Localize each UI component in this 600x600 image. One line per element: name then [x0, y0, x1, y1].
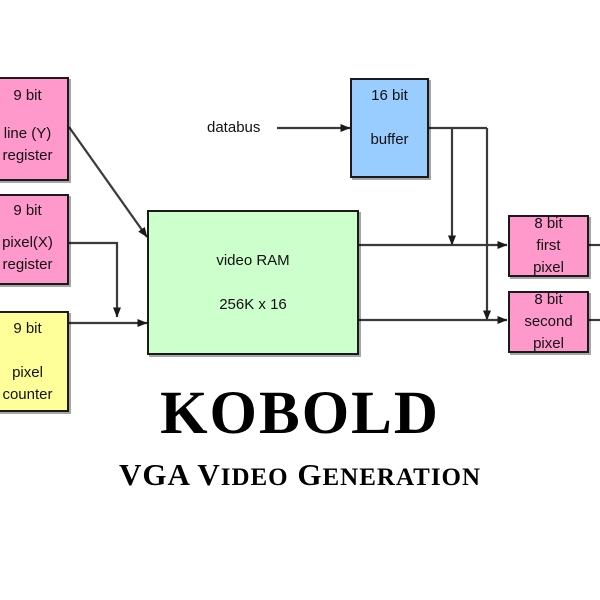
subtitle-vga: VGA — [118, 457, 190, 492]
block-line-y-register-line2: line (Y) — [3, 124, 52, 142]
diagram-title: KOBOLD — [160, 380, 440, 447]
block-video-ram-line1: video RAM — [216, 251, 290, 269]
block-second-pixel-line2: second — [524, 313, 573, 331]
block-line-y-register[interactable]: 9 bit line (Y) register — [0, 77, 69, 181]
databus-label: databus — [207, 119, 261, 136]
block-pixel-x-register-line3: register — [2, 255, 53, 273]
arrow-liney-to-videoram — [68, 126, 148, 238]
subtitle-g: G — [297, 457, 323, 492]
block-pixel-x-register[interactable]: 9 bit pixel(X) register — [0, 194, 69, 285]
block-video-ram[interactable]: video RAM 256K x 16 — [147, 210, 359, 355]
block-pixel-counter-line1: 9 bit — [13, 320, 42, 337]
block-buffer-line2: buffer — [370, 130, 409, 148]
subtitle-v: V — [197, 457, 221, 492]
block-line-y-register-line3: register — [2, 146, 53, 164]
block-pixel-x-register-line1: 9 bit — [13, 202, 42, 219]
block-first-pixel-line1: 8 bit — [534, 215, 563, 233]
block-pixel-x-register-line2: pixel(X) — [2, 233, 53, 251]
block-pixel-counter[interactable]: 9 bit pixel counter — [0, 311, 69, 412]
block-second-pixel[interactable]: 8 bit second pixel — [508, 291, 589, 353]
subtitle-ideo: IDEO — [220, 464, 289, 491]
block-video-ram-line2: 256K x 16 — [219, 295, 287, 313]
block-buffer-line1: 16 bit — [371, 87, 408, 104]
arrow-pixelx-to-bus — [69, 241, 121, 318]
block-line-y-register-line1: 9 bit — [13, 87, 42, 104]
block-first-pixel[interactable]: 8 bit first pixel — [508, 215, 589, 277]
subtitle-eneration: ENERATION — [322, 464, 482, 491]
block-buffer[interactable]: 16 bit buffer — [350, 78, 429, 178]
block-pixel-counter-line2: pixel — [12, 363, 43, 381]
block-second-pixel-line3: pixel — [533, 334, 564, 352]
block-pixel-counter-line3: counter — [2, 385, 53, 403]
block-first-pixel-line2: first — [536, 237, 561, 255]
block-first-pixel-line3: pixel — [533, 258, 564, 276]
block-second-pixel-line1: 8 bit — [534, 291, 563, 309]
diagram-subtitle: VGA VIDEO GENERATION — [0, 458, 600, 495]
